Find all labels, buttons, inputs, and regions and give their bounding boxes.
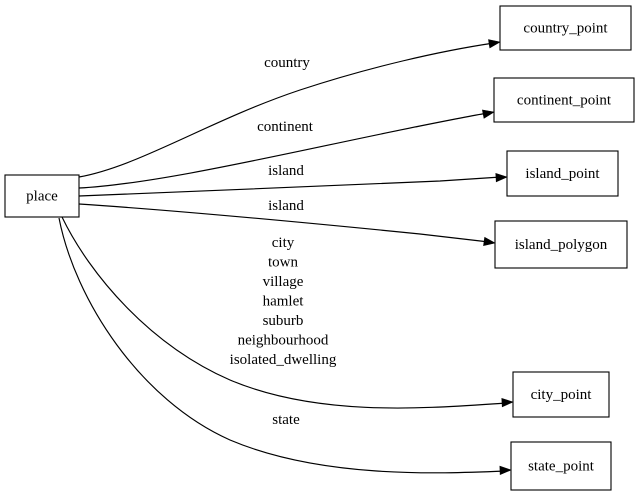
edge-label-text: village (263, 274, 304, 290)
edge-arrowhead-island_point (495, 172, 508, 183)
edge-arrowhead-continent_point (482, 109, 495, 119)
edge-labels-layer: country continent island island city town vill… (230, 55, 337, 428)
edge-label-text: island (268, 163, 304, 179)
edge-label-text: neighbourhood (238, 333, 329, 349)
edge-arrowhead-country_point (488, 39, 501, 49)
edge-place-city_point[interactable] (61, 216, 514, 409)
edge-label-group-continent_point: continent (257, 119, 314, 135)
node-label-island_polygon: island_polygon (515, 237, 608, 253)
edge-label-text: suburb (263, 313, 304, 329)
node-box-country_point[interactable] (499, 5, 632, 51)
edge-label-text: hamlet (263, 294, 305, 310)
edge-label-text: continent (257, 119, 314, 135)
edge-label-group-city_point: city town village hamlet suburb neighbourhood… (230, 235, 337, 368)
edge-label-group-state_point: state (272, 412, 300, 428)
edge-arrowhead-city_point (501, 397, 514, 408)
edge-label-text: state (272, 412, 300, 428)
edge-place-state_point[interactable] (58, 217, 512, 476)
edge-label-group-island_point: island (268, 163, 304, 179)
edge-label-group-country_point: country (264, 55, 310, 71)
node-box-place[interactable] (4, 174, 80, 218)
node-island_point[interactable]: island_point (506, 150, 619, 197)
edge-arrowhead-state_point (499, 465, 512, 476)
node-label-continent_point: continent_point (517, 92, 612, 108)
edge-place-country_point[interactable] (78, 38, 501, 178)
node-label-place: place (26, 188, 58, 204)
edge-label-text: city (272, 235, 295, 251)
edge-line-place-island_point[interactable] (78, 176, 502, 197)
edge-label-text: isolated_dwelling (230, 352, 337, 368)
node-box-city_point[interactable] (512, 371, 610, 418)
node-label-city_point: city_point (531, 387, 593, 403)
edge-label-text: island (268, 198, 304, 214)
edge-line-place-city_point[interactable] (61, 216, 508, 409)
edge-place-continent_point[interactable] (78, 108, 495, 189)
node-state_point[interactable]: state_point (510, 441, 612, 491)
edge-label-text: town (268, 255, 299, 271)
edge-line-place-island_polygon[interactable] (78, 203, 490, 243)
node-box-island_polygon[interactable] (494, 220, 628, 269)
node-place[interactable]: place (4, 174, 80, 218)
node-box-state_point[interactable] (510, 441, 612, 491)
edges-layer (58, 38, 514, 476)
edge-line-place-continent_point[interactable] (78, 112, 489, 189)
edge-line-place-state_point[interactable] (58, 217, 506, 474)
node-continent_point[interactable]: continent_point (493, 77, 635, 123)
edge-place-island_point[interactable] (78, 172, 508, 197)
nodes-layer: place country_point continent_point island_… (4, 5, 635, 491)
edge-line-place-country_point[interactable] (78, 42, 495, 178)
node-island_polygon[interactable]: island_polygon (494, 220, 628, 269)
node-label-country_point: country_point (523, 20, 608, 36)
edge-label-text: country (264, 55, 310, 71)
node-country_point[interactable]: country_point (499, 5, 632, 51)
node-label-state_point: state_point (528, 458, 595, 474)
edge-place-island_polygon[interactable] (78, 203, 496, 247)
edge-arrowhead-island_polygon (483, 236, 496, 247)
node-city_point[interactable]: city_point (512, 371, 610, 418)
node-label-island_point: island_point (525, 166, 600, 182)
node-box-island_point[interactable] (506, 150, 619, 197)
edge-label-group-island_polygon: island (268, 198, 304, 214)
node-box-continent_point[interactable] (493, 77, 635, 123)
